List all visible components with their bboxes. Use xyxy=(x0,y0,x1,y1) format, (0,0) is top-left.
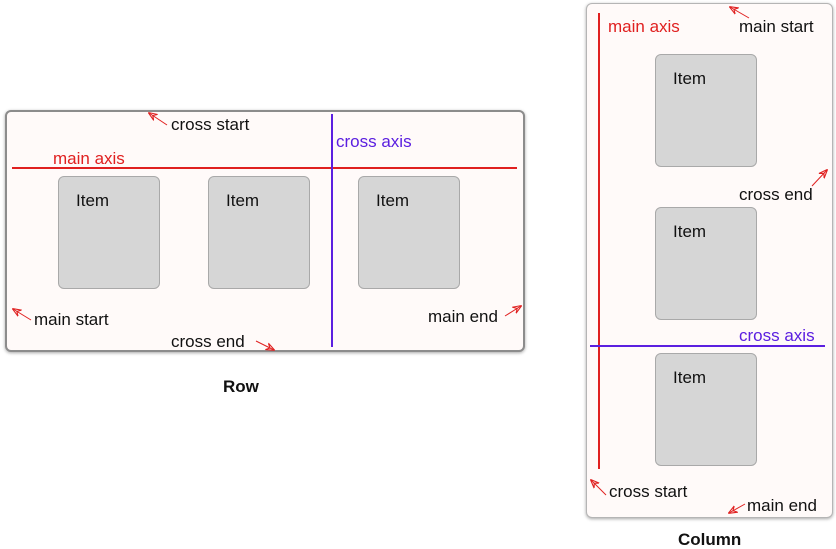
column-main-end-arrow xyxy=(729,503,746,513)
row-item-1: Item xyxy=(58,176,160,289)
column-item-3: Item xyxy=(655,353,757,466)
row-main-end-label: main end xyxy=(428,307,498,326)
row-item-2: Item xyxy=(208,176,310,289)
row-cross-end-label: cross end xyxy=(171,332,245,351)
column-cross-end-label: cross end xyxy=(739,185,813,204)
row-item-label: Item xyxy=(76,191,110,210)
column-item-label: Item xyxy=(673,222,707,241)
column-main-start-arrow xyxy=(730,7,750,19)
row-item-3: Item xyxy=(358,176,460,289)
column-cross-start-label: cross start xyxy=(609,482,688,501)
column-main-axis-label: main axis xyxy=(608,17,680,36)
row-caption: Row xyxy=(223,377,259,396)
row-item-label: Item xyxy=(226,191,260,210)
row-main-end-arrow xyxy=(504,306,521,317)
row-item-label: Item xyxy=(376,191,410,210)
column-item-label: Item xyxy=(673,69,707,88)
row-cross-axis-label: cross axis xyxy=(336,132,412,151)
row-main-start-arrow xyxy=(13,309,32,321)
column-cross-end-arrow xyxy=(811,170,827,187)
column-item-2: Item xyxy=(655,207,757,320)
column-item-label: Item xyxy=(673,368,707,387)
row-main-start-label: main start xyxy=(34,310,109,329)
column-main-start-label: main start xyxy=(739,17,814,36)
column-main-end-label: main end xyxy=(747,496,817,515)
column-caption: Column xyxy=(678,530,742,549)
column-cross-axis-label: cross axis xyxy=(739,326,815,345)
row-cross-start-label: cross start xyxy=(171,115,250,134)
row-cross-end-arrow xyxy=(255,340,274,350)
column-item-1: Item xyxy=(655,54,757,167)
row-cross-start-arrow xyxy=(149,113,168,126)
column-cross-start-arrow xyxy=(591,480,607,496)
row-main-axis-label: main axis xyxy=(53,149,125,168)
